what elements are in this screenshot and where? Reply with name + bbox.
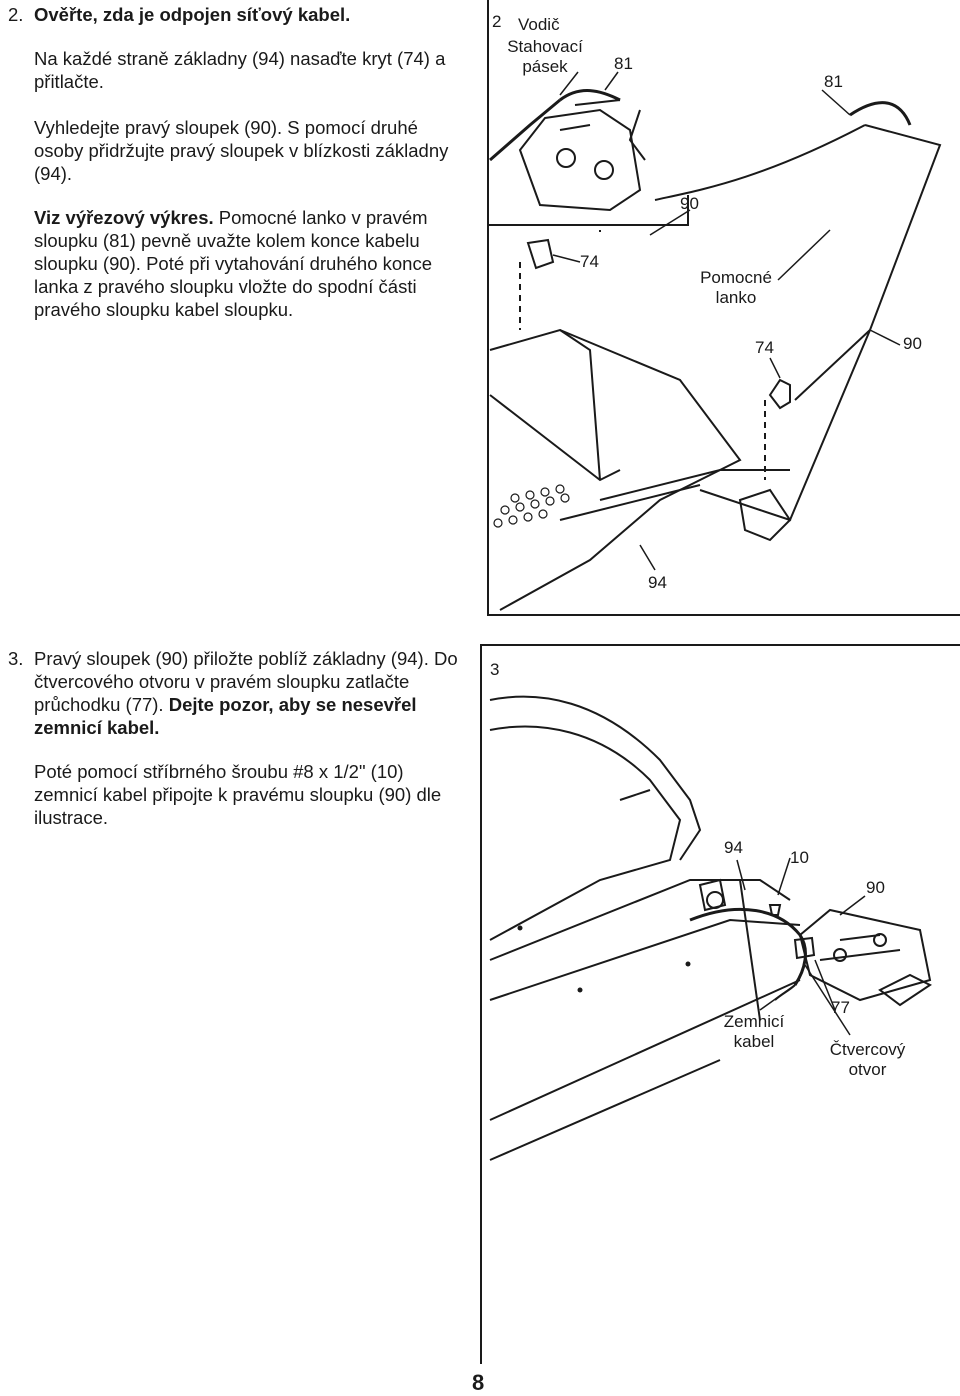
label-74-right: 74 [755,338,774,357]
step-2-paragraph-3-rest: Pomocné lanko v pravém sloupku (81) pevn… [34,207,432,320]
label-90-top: 90 [680,194,699,213]
step-3-paragraph-2: Poté pomocí stříbrného šroubu #8 x 1/2" … [34,761,442,828]
figure-3-frame [480,644,960,1364]
label-90-right: 90 [903,334,922,353]
step-2-cutaway-note: Viz výřezový výkres. [34,207,214,228]
step-2-paragraph-2: Vyhledejte pravý sloupek (90). S pomocí … [34,117,449,184]
figure-3-number: 3 [490,660,500,679]
label-90-fig3: 90 [866,878,885,897]
step-2-paragraph-1: Na každé straně základny (94) nasaďte kr… [34,48,446,92]
label-77: 77 [831,998,850,1017]
step-2-heading-text: Ověřte, zda je odpojen síťový kabel. [34,4,351,25]
label-94-fig3: 94 [724,838,743,857]
page-number: 8 [472,1370,485,1395]
step-3-paragraph-1: Pravý sloupek (90) přiložte poblíž zákla… [34,647,459,739]
label-74-left: 74 [580,252,599,271]
step-3-paragraph-1-text: Pravý sloupek (90) přiložte poblíž zákla… [34,648,458,715]
step-2-number: 2. [8,4,24,25]
label-10: 10 [790,848,809,867]
step-2-heading: Ověřte, zda je odpojen síťový kabel. [34,3,454,26]
label-stahovaci-pasek: Stahovací pásek [507,37,583,76]
step-2-paragraph-3: Viz výřezový výkres. Pomocné lanko v pra… [34,206,454,321]
label-zemnici-kabel: Zemnicí kabel [723,1012,785,1051]
figure-2-frame [487,0,960,616]
label-pomocne-lanko: Pomocné lanko [700,268,772,307]
step-3-number: 3. [8,648,24,669]
label-94: 94 [648,573,667,592]
figure-2-number: 2 [492,12,502,31]
label-81-left: 81 [614,54,633,73]
label-81-right: 81 [824,72,843,91]
label-ctvercovy-otvor: Čtvercový otvor [829,1040,906,1079]
step-3-warning: Dejte pozor, aby se nesevřel zemnicí kab… [34,694,417,738]
label-vodic: Vodič [518,15,560,34]
